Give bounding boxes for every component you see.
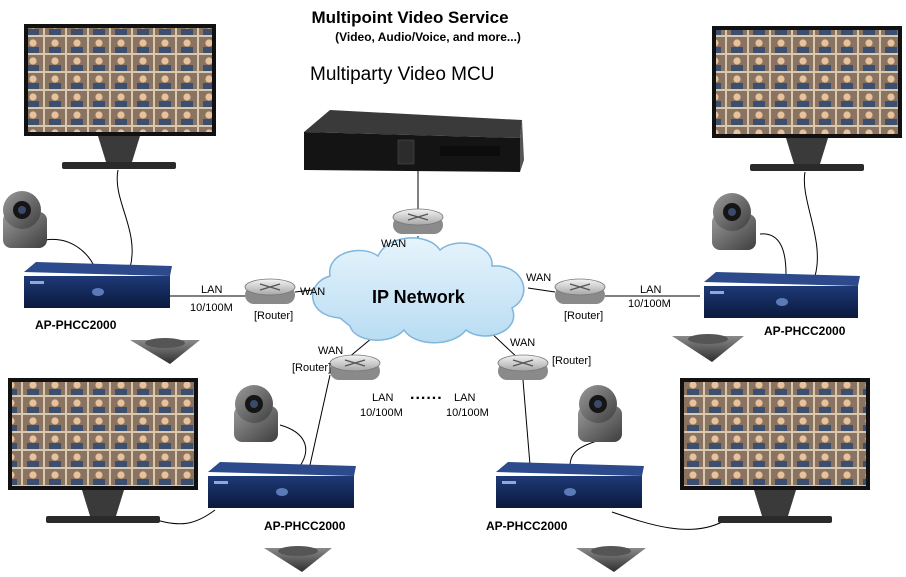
video-terminal-icon-bottom-left <box>208 462 356 508</box>
conference-microphone-icon-bottom-right <box>576 546 646 572</box>
router-label-left: [Router] <box>254 310 294 322</box>
speed-label-left: 10/100M <box>190 302 233 314</box>
video-terminal-icon-right <box>704 272 860 318</box>
wan-label-left: WAN <box>300 286 326 298</box>
router-label-bottom-right: [Router] <box>552 355 592 367</box>
conference-microphone-icon-right <box>672 334 744 362</box>
monitor-icon-top-right <box>712 26 902 171</box>
monitor-icon-bottom-right <box>680 378 870 523</box>
lan-label-bottom-left: LAN <box>372 392 394 404</box>
ptz-camera-icon-bottom-left <box>234 385 278 442</box>
router-label-right: [Router] <box>564 310 604 322</box>
mcu-server-icon <box>304 110 524 172</box>
video-terminal-icon-left <box>24 262 172 308</box>
device-label-right: AP-PHCC2000 <box>764 324 846 338</box>
mcu-label: Multiparty Video MCU <box>310 64 495 85</box>
diagram-subtitle: (Video, Audio/Voice, and more...) <box>335 30 521 44</box>
router-icon-bottom-left <box>329 354 381 380</box>
router-icon-top <box>392 208 444 234</box>
wan-label-top: WAN <box>381 238 407 250</box>
ptz-camera-icon-top-right <box>712 193 756 250</box>
lan-label-left: LAN <box>201 284 223 296</box>
router-icon-right <box>554 278 606 304</box>
wan-label-bottom-left: WAN <box>318 345 344 357</box>
router-label-bottom-left: [Router] <box>292 362 332 374</box>
ellipsis-dots: ...... <box>410 386 443 403</box>
monitor-icon-top-left <box>24 24 216 169</box>
speed-label-bottom-right: 10/100M <box>446 407 489 419</box>
ip-network-cloud-icon <box>312 237 525 344</box>
device-label-left: AP-PHCC2000 <box>35 318 117 332</box>
conference-microphone-icon-left <box>130 338 200 364</box>
diagram-title: Multipoint Video Service <box>311 8 509 27</box>
device-label-bottom-left: AP-PHCC2000 <box>264 519 346 533</box>
conference-microphone-icon-bottom-left <box>264 546 332 572</box>
wan-label-bottom-right: WAN <box>510 337 536 349</box>
device-label-bottom-right: AP-PHCC2000 <box>486 519 568 533</box>
ptz-camera-icon-bottom-right <box>578 385 622 442</box>
video-terminal-icon-bottom-right <box>496 462 644 508</box>
ptz-camera-icon-top-left <box>3 191 47 248</box>
router-icon-left <box>244 278 296 304</box>
lan-label-right: LAN <box>640 284 662 296</box>
monitor-icon-bottom-left <box>8 378 198 523</box>
lan-label-bottom-right: LAN <box>454 392 476 404</box>
wan-label-right: WAN <box>526 272 552 284</box>
router-icon-bottom-right <box>497 354 549 380</box>
ip-network-label: IP Network <box>372 287 465 307</box>
speed-label-right: 10/100M <box>628 298 671 310</box>
speed-label-bottom-left: 10/100M <box>360 407 403 419</box>
